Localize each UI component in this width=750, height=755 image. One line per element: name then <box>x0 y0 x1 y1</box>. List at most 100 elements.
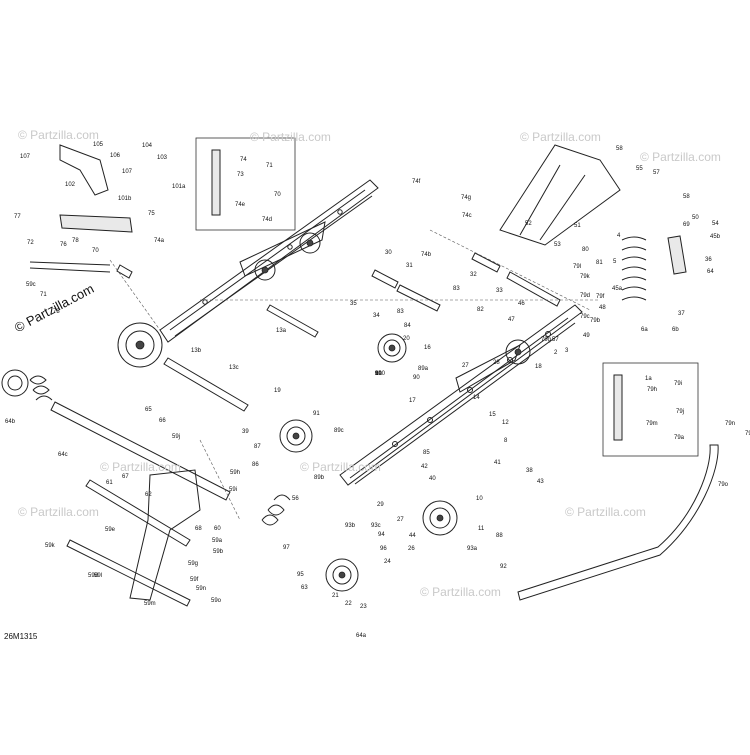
callout-13a: 13a <box>276 328 287 334</box>
inset-box-74 <box>195 137 296 231</box>
callout-27: 27 <box>397 517 404 523</box>
callout-47: 47 <box>508 317 515 323</box>
callout-59f: 59f <box>190 577 199 583</box>
callout-72: 72 <box>27 240 34 246</box>
callout-85: 85 <box>423 450 430 456</box>
wear-strip <box>517 444 719 601</box>
callout-8: 8 <box>504 438 508 444</box>
callout-59d: 59d <box>88 573 98 579</box>
callout-100: 100 <box>375 371 386 377</box>
callout-35: 35 <box>350 301 357 307</box>
callout-74f: 74f <box>412 179 421 185</box>
callout-75: 75 <box>148 211 155 217</box>
callout-42: 42 <box>421 464 428 470</box>
callout-95: 95 <box>297 572 304 578</box>
callout-15: 15 <box>489 412 496 418</box>
callout-59m: 59m <box>144 601 156 607</box>
callout-74b: 74b <box>421 252 432 258</box>
callout-10: 10 <box>476 496 483 502</box>
callout-81: 81 <box>596 260 603 266</box>
callout-1c: 1c <box>375 371 381 377</box>
callout-12: 12 <box>502 420 509 426</box>
callout-66: 66 <box>159 418 166 424</box>
callout-74g: 74g <box>461 195 471 201</box>
callout-89b: 89b <box>314 475 325 481</box>
callout-83: 83 <box>453 286 460 292</box>
callout-48: 48 <box>599 305 606 311</box>
callout-2: 2 <box>554 350 558 356</box>
callout-24: 24 <box>384 559 391 565</box>
callout-96: 96 <box>380 546 387 552</box>
callout-104: 104 <box>142 143 153 149</box>
callout-61: 61 <box>106 480 113 486</box>
callout-38: 38 <box>526 468 533 474</box>
callout-64a: 64a <box>356 633 367 639</box>
callout-13c: 13c <box>229 365 239 371</box>
callout-27: 27 <box>462 363 469 369</box>
callout-79m: 79m <box>646 421 658 427</box>
callout-67: 67 <box>122 474 129 480</box>
callout-32: 32 <box>470 272 477 278</box>
callout-16: 16 <box>424 345 431 351</box>
callout-79a: 79a <box>674 435 685 441</box>
callout-79i: 79i <box>674 381 682 387</box>
watermark-faint: © Partzilla.com <box>640 150 721 164</box>
callout-73: 73 <box>53 309 60 315</box>
callout-103: 103 <box>157 155 168 161</box>
callout-79e: 79e <box>745 431 750 437</box>
callout-102: 102 <box>65 182 76 188</box>
callout-101a: 101a <box>172 184 186 190</box>
callout-59n: 59n <box>196 586 206 592</box>
callout-97: 97 <box>283 545 290 551</box>
callout-58: 58 <box>616 146 623 152</box>
callout-59k: 59k <box>45 543 56 549</box>
callout-93a: 93a <box>467 546 478 552</box>
shafts <box>50 252 561 607</box>
callout-36: 36 <box>705 257 712 263</box>
callout-58: 58 <box>683 194 690 200</box>
watermark-faint: © Partzilla.com <box>520 130 601 144</box>
callout-33: 33 <box>496 288 503 294</box>
callout-5: 5 <box>613 259 617 265</box>
callout-1: 1 <box>375 371 379 377</box>
watermark-faint: © Partzilla.com <box>100 460 181 474</box>
callout-52: 52 <box>525 221 532 227</box>
callout-79k: 79k <box>580 274 591 280</box>
callout-56: 56 <box>292 496 299 502</box>
callout-59i: 59i <box>229 487 237 493</box>
callout-83: 83 <box>397 309 404 315</box>
callout-74c: 74c <box>462 213 472 219</box>
callout-37: 37 <box>678 311 685 317</box>
callout-105: 105 <box>93 142 104 148</box>
springs <box>29 236 647 526</box>
callout-59g: 59g <box>188 561 198 567</box>
front-arm <box>29 144 201 601</box>
callout-8: 8 <box>375 371 379 377</box>
callout-9a: 9a <box>375 371 382 377</box>
callout-79o: 79o <box>718 482 729 488</box>
callout-41: 41 <box>494 460 501 466</box>
callout-59j: 59j <box>172 434 180 440</box>
callout-59l: 59l <box>94 573 102 579</box>
callout-65: 65 <box>145 407 152 413</box>
callout-26: 26 <box>408 546 415 552</box>
callout-40: 40 <box>429 476 436 482</box>
callout-3: 3 <box>565 348 569 354</box>
callout-71: 71 <box>40 292 47 298</box>
callout-57: 57 <box>552 337 559 343</box>
callout-45b: 45b <box>710 234 721 240</box>
callout-76: 76 <box>60 242 67 248</box>
callout-49: 49 <box>583 333 590 339</box>
callout-77: 77 <box>14 214 21 220</box>
rail-left <box>159 179 379 343</box>
callout-21: 21 <box>332 593 339 599</box>
callout-19: 19 <box>274 388 281 394</box>
callout-45a: 45a <box>612 286 623 292</box>
callout-89c: 89c <box>334 428 344 434</box>
callout-93b: 93b <box>345 523 356 529</box>
callout-79c: 79c <box>580 314 590 320</box>
callout-23: 23 <box>360 604 367 610</box>
rear-arm <box>499 144 687 275</box>
drawing-code: 26M1315 <box>4 632 38 641</box>
rear-rail-right <box>339 304 583 486</box>
